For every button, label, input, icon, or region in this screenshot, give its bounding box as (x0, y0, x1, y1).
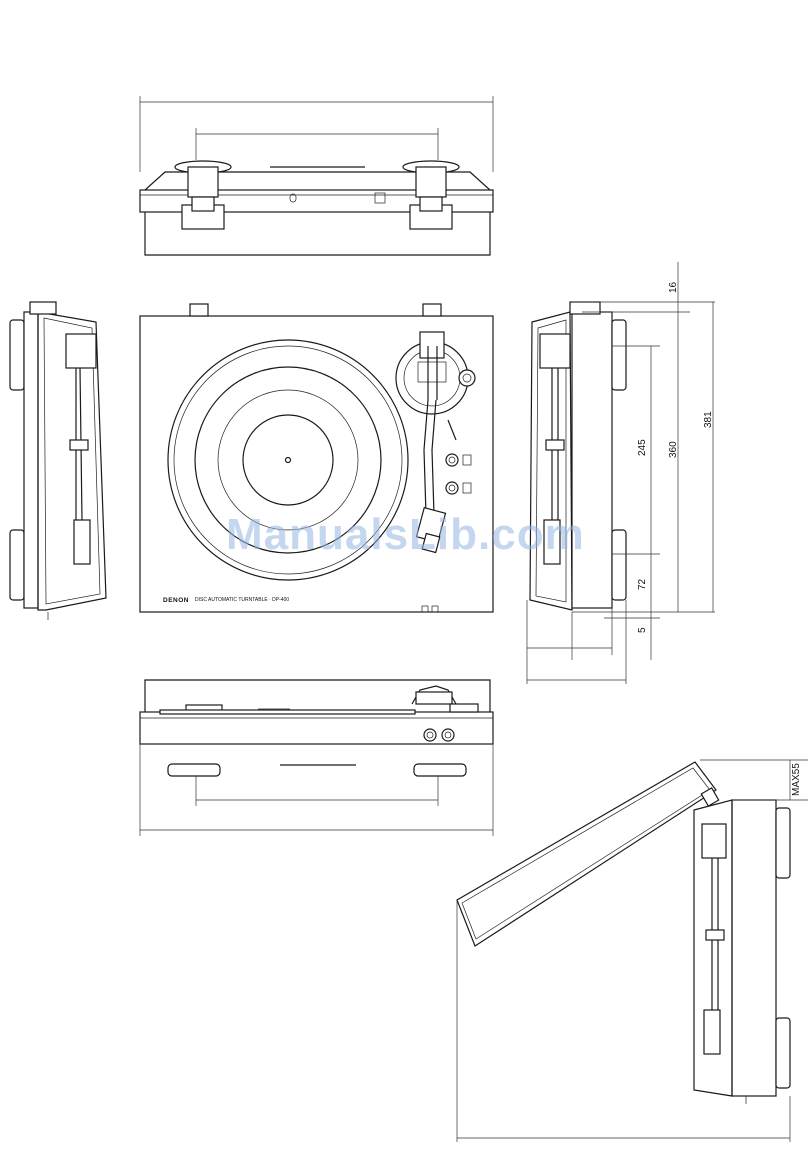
dim-5: 5 (637, 627, 648, 633)
front-view (139, 679, 494, 836)
plan-view: DENON DISC AUTOMATIC TURNTABLE · DP-400 (139, 303, 494, 613)
dim-16: 16 (668, 281, 679, 293)
model-label: DISC AUTOMATIC TURNTABLE · DP-400 (195, 597, 289, 603)
lid-open-view: MAX55 (456, 759, 808, 1142)
rear-view (139, 96, 494, 256)
right-side-view: 16 360 381 245 72 5 (526, 262, 715, 684)
dim-max55: MAX55 (791, 763, 802, 796)
dim-72: 72 (637, 578, 648, 590)
left-side-view (9, 301, 107, 620)
dim-381: 381 (703, 411, 714, 428)
dim-360: 360 (668, 441, 679, 458)
platter (167, 339, 409, 581)
brand-label: DENON (163, 597, 189, 604)
watermark: ManualsLib.com (226, 510, 585, 559)
dim-245: 245 (637, 439, 648, 456)
